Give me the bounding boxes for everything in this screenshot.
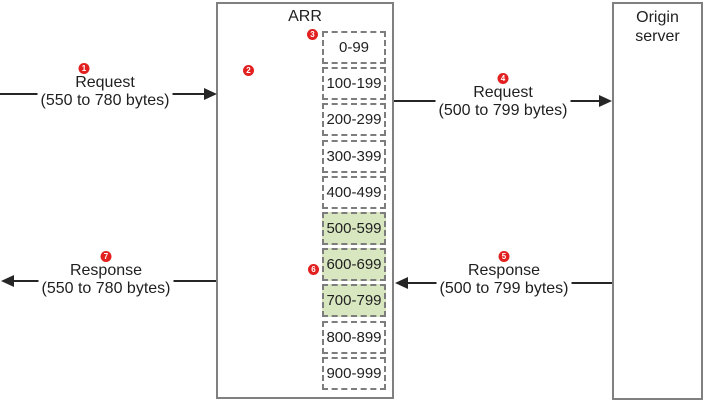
cache-block-0-99: 0-99: [322, 31, 386, 64]
client-request-detail: (550 to 780 bytes): [40, 92, 170, 109]
client-response-arrowhead-icon: [1, 275, 14, 287]
origin-response-detail: (500 to 799 bytes): [439, 280, 569, 297]
step-3-badge: 3: [307, 29, 318, 40]
step-4-badge: 4: [497, 73, 509, 84]
cache-block-100-199: 100-199: [322, 67, 386, 100]
cache-block-800-899: 800-899: [322, 321, 386, 354]
origin-server-box: Origin server: [612, 2, 703, 400]
cache-block-300-399: 300-399: [322, 140, 386, 173]
client-response-title: Response: [69, 262, 143, 279]
cache-block-600-699: 600-699: [322, 248, 386, 281]
step-6-badge: 6: [308, 264, 319, 275]
step-2-badge: 2: [243, 65, 254, 76]
cache-block-200-299: 200-299: [322, 103, 386, 136]
cache-block-400-499: 400-499: [322, 176, 386, 209]
origin-request-title: Request: [473, 84, 533, 101]
arr-box-title: ARR: [288, 8, 322, 25]
client-response-label: 7 Response (550 to 780 bytes): [38, 251, 174, 298]
origin-request-label: 4 Request (500 to 799 bytes): [435, 73, 571, 120]
origin-request-detail: (500 to 799 bytes): [438, 102, 568, 119]
origin-response-title: Response: [467, 262, 541, 279]
origin-response-label: 5 Response (500 to 799 bytes): [436, 251, 572, 298]
client-request-title: Request: [75, 74, 135, 91]
step-7-badge: 7: [100, 251, 112, 262]
origin-box-title: Origin server: [635, 9, 680, 45]
client-response-detail: (550 to 780 bytes): [41, 280, 171, 297]
cache-block-900-999: 900-999: [322, 357, 386, 390]
origin-request-arrowhead-icon: [599, 95, 612, 107]
client-request-label: 1 Request (550 to 780 bytes): [37, 63, 173, 110]
cache-block-500-599: 500-599: [322, 212, 386, 245]
origin-response-arrowhead-icon: [395, 277, 408, 289]
client-request-arrowhead-icon: [204, 88, 217, 100]
step-5-badge: 5: [498, 251, 510, 262]
step-1-badge: 1: [78, 63, 90, 74]
cache-block-700-799: 700-799: [322, 284, 386, 317]
